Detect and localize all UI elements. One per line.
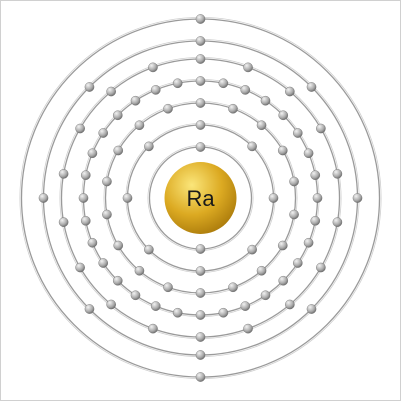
electron-shell-3: [134, 120, 145, 131]
electron-shell-3: [228, 282, 238, 293]
electron-shell-5: [195, 332, 206, 342]
electron-shell-5: [285, 86, 295, 97]
electron-shell-6: [195, 350, 206, 360]
electron-shell-3: [289, 176, 299, 187]
electron-shell-4: [312, 193, 323, 203]
electron-shell-3: [256, 120, 267, 131]
electron-shell-3: [102, 209, 112, 220]
electron-shell-4: [87, 237, 98, 248]
electron-shell-3: [134, 265, 145, 276]
electron-shell-5: [58, 169, 69, 179]
electron-shell-4: [150, 85, 161, 95]
electron-shell-5: [316, 123, 326, 134]
electron-shell-4: [78, 193, 89, 203]
electron-shell-5: [75, 123, 85, 134]
nucleus: Ra: [164, 162, 237, 234]
electron-shell-4: [98, 128, 109, 138]
electron-dots: [38, 14, 363, 382]
electron-shell-3: [195, 288, 206, 298]
electron-shell-3: [113, 240, 124, 251]
electron-shell-4: [310, 170, 321, 180]
electron-shell-4: [195, 310, 206, 320]
electron-shell-4: [172, 307, 183, 318]
electron-shell-6: [306, 82, 317, 92]
electron-shell-6: [306, 304, 317, 314]
electron-shell-4: [150, 301, 161, 311]
nucleus-sphere: [164, 162, 237, 234]
electron-shell-4: [278, 275, 289, 286]
electron-shell-3: [277, 145, 288, 156]
electron-shell-4: [130, 95, 141, 106]
electron-shell-3: [277, 240, 288, 251]
electron-shell-6: [84, 304, 95, 314]
electron-shell-5: [332, 169, 343, 179]
electron-shell-4: [98, 258, 109, 268]
electron-shell-5: [195, 54, 206, 64]
electron-shell-2: [144, 141, 154, 152]
electron-shell-6: [38, 193, 49, 203]
electron-shell-2: [195, 120, 206, 130]
electron-shell-4: [310, 216, 321, 226]
electron-shell-4: [112, 110, 123, 121]
electron-shell-7: [195, 14, 206, 24]
electron-shell-2: [247, 141, 257, 152]
electron-shell-6: [195, 36, 206, 46]
electron-shell-5: [243, 62, 253, 73]
electron-shell-3: [163, 282, 173, 293]
electron-shell-4: [240, 85, 251, 95]
electron-shell-5: [285, 299, 295, 310]
electron-shell-2: [195, 266, 206, 276]
electron-shell-4: [260, 290, 271, 301]
electron-shell-5: [75, 262, 85, 273]
electron-shell-4: [218, 78, 229, 89]
electron-shell-4: [80, 170, 91, 180]
electron-shell-1: [195, 142, 206, 152]
electron-shell-4: [292, 128, 303, 138]
electron-shell-4: [292, 258, 303, 268]
electron-shell-3: [113, 145, 124, 156]
electron-shell-4: [87, 148, 98, 159]
electron-shell-5: [148, 323, 158, 334]
electron-shell-4: [80, 216, 91, 226]
electron-shell-2: [122, 193, 133, 203]
electron-shell-2: [144, 244, 154, 255]
electron-shell-3: [163, 103, 173, 114]
electron-shell-6: [84, 82, 95, 92]
electron-shell-6: [352, 193, 363, 203]
electron-shell-4: [195, 76, 206, 86]
electron-shell-3: [228, 103, 238, 114]
electron-shell-4: [218, 307, 229, 318]
electron-shell-2: [247, 244, 257, 255]
electron-shell-5: [148, 62, 158, 73]
electron-shell-5: [332, 217, 343, 227]
electron-shell-5: [316, 262, 326, 273]
electron-shell-4: [303, 237, 314, 248]
electron-shell-4: [172, 78, 183, 89]
electron-shell-7: [195, 372, 206, 382]
electron-shell-5: [106, 86, 116, 97]
electron-shell-4: [278, 110, 289, 121]
electron-shell-4: [260, 95, 271, 106]
electron-shell-5: [58, 217, 69, 227]
electron-shell-3: [256, 265, 267, 276]
element-symbol: Ra: [186, 186, 215, 211]
electron-shell-5: [106, 299, 116, 310]
electron-shell-5: [243, 323, 253, 334]
electron-shell-4: [112, 275, 123, 286]
electron-shell-3: [289, 209, 299, 220]
electron-shell-4: [303, 148, 314, 159]
electron-shell-2: [268, 193, 279, 203]
electron-shell-3: [195, 98, 206, 108]
electron-shell-4: [130, 290, 141, 301]
electron-shell-1: [195, 244, 206, 254]
electron-shell-4: [240, 301, 251, 311]
electron-shell-3: [102, 176, 112, 187]
